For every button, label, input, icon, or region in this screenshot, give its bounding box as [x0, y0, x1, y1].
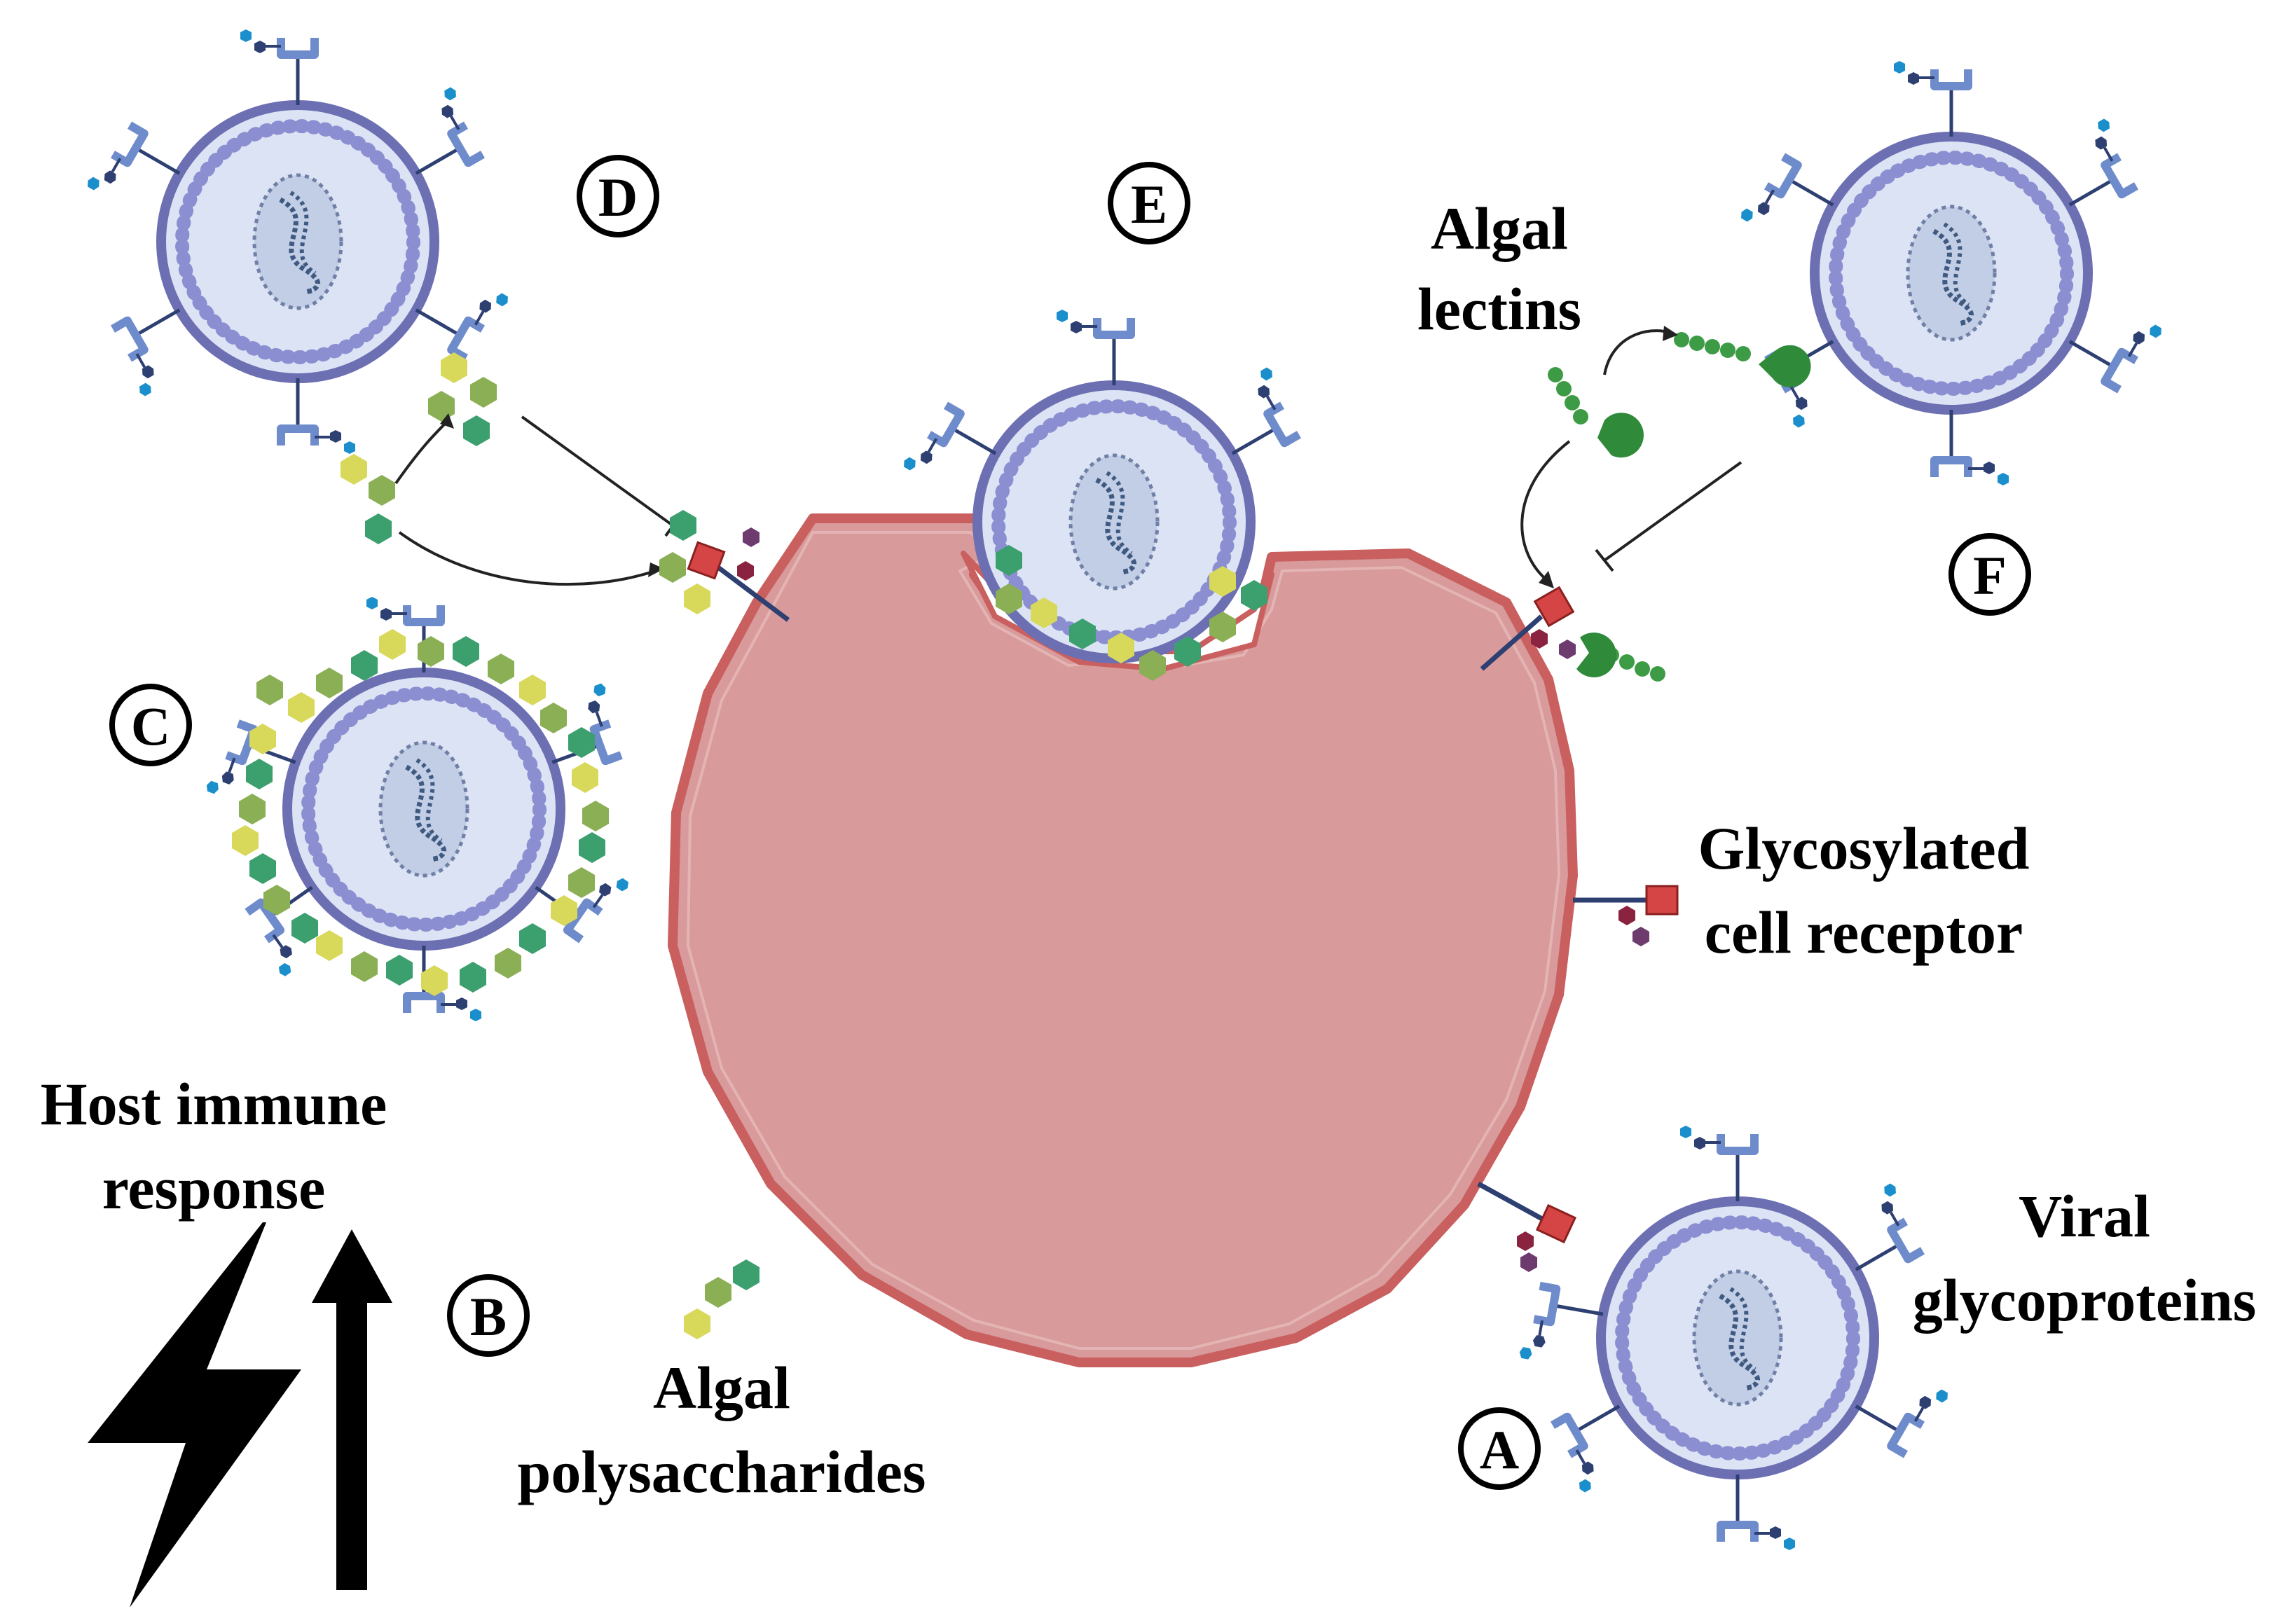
- label-viral-glycoproteins: Viral glycoproteins: [1913, 1182, 2257, 1334]
- label-algal-lectins: Algal lectins: [1417, 195, 1581, 343]
- inhibit-line-d: [521, 415, 674, 527]
- glycosylated-cell-receptor: [1573, 885, 1679, 946]
- lectin-on-receptor: [1576, 632, 1665, 682]
- algal-poly-line1: Algal: [653, 1354, 790, 1421]
- lectin-bound-f: [1674, 332, 1811, 387]
- algal-lectins-line1: Algal: [1431, 195, 1568, 262]
- free-polysaccharide-d: [341, 454, 395, 544]
- cell-receptor-right-top: [1480, 586, 1576, 671]
- step-e: E: [1108, 162, 1190, 244]
- arrow-lectin-to-virion: [1603, 329, 1672, 375]
- step-e-letter: E: [1131, 174, 1167, 235]
- lectin-free: [1548, 367, 1644, 458]
- step-b: B: [447, 1274, 530, 1357]
- host-immune-line2: response: [102, 1154, 326, 1222]
- label-glycosylated-receptor: Glycosylated cell receptor: [1698, 815, 2030, 966]
- step-f-letter: F: [1973, 545, 2007, 606]
- step-f: F: [1948, 533, 2031, 616]
- up-arrow-icon: [312, 1229, 392, 1590]
- step-c: C: [109, 684, 192, 766]
- lightning-icon: [88, 1222, 301, 1608]
- viral-glyco-line2: glycoproteins: [1913, 1266, 2257, 1334]
- arrow-lectin-to-receptor: [1520, 440, 1571, 583]
- step-d-letter: D: [598, 167, 638, 228]
- step-c-letter: C: [131, 696, 170, 757]
- algal-lectins-line2: lectins: [1417, 275, 1581, 343]
- step-a: A: [1458, 1407, 1541, 1490]
- virion-f: [1739, 61, 2164, 485]
- glyco-receptor-line2: cell receptor: [1705, 899, 2023, 966]
- virion-d: [85, 29, 511, 454]
- glyco-receptor-line1: Glycosylated: [1698, 815, 2030, 882]
- label-host-immune: Host immune response: [41, 1070, 387, 1222]
- algal-poly-line2: polysaccharides: [518, 1438, 926, 1505]
- arrow-poly-to-receptor: [398, 531, 656, 586]
- cell-receptor-left: [687, 527, 790, 622]
- step-d: D: [577, 155, 659, 237]
- inhibit-line-f: [1603, 461, 1742, 562]
- arrow-poly-to-d: [394, 419, 450, 485]
- label-algal-polysaccharides: Algal polysaccharides: [518, 1354, 926, 1505]
- virion-c: [205, 597, 631, 1021]
- cell-receptor-bottom-right: [1477, 1181, 1577, 1272]
- step-a-letter: A: [1480, 1419, 1519, 1480]
- host-immune-line1: Host immune: [41, 1070, 387, 1138]
- step-b-letter: B: [470, 1286, 507, 1347]
- free-polysaccharide-bottom: [684, 1259, 759, 1339]
- viral-glyco-line1: Viral: [2019, 1182, 2150, 1250]
- virion-a: [1518, 1126, 1950, 1550]
